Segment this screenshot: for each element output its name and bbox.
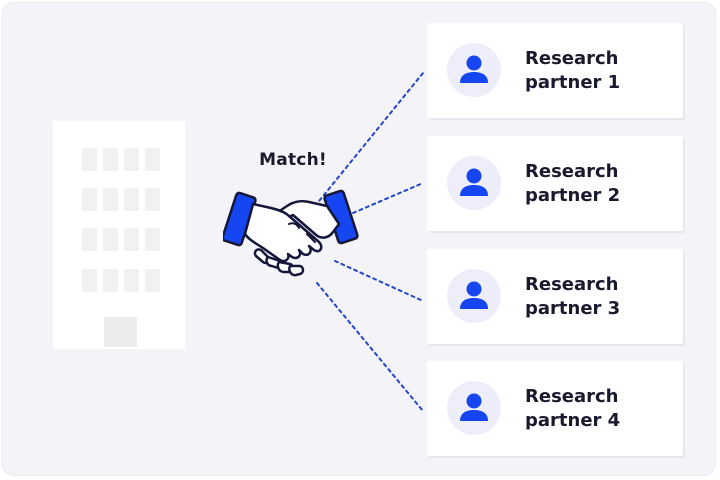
partner-label-line2: partner 2: [525, 185, 621, 206]
handshake-icon: [223, 189, 359, 277]
partner-label-line2: partner 1: [525, 72, 621, 93]
building-window: [82, 269, 97, 292]
building-window: [82, 188, 97, 211]
partner-label: Research partner 2: [525, 160, 675, 208]
partner-card-3: Research partner 3: [427, 249, 683, 344]
avatar: [447, 156, 501, 210]
partner-label-line1: Research: [525, 48, 619, 69]
connector-lines: [314, 72, 424, 412]
partner-label-line2: partner 4: [525, 410, 621, 431]
building-window: [124, 148, 139, 171]
connector-line-2: [352, 182, 424, 214]
building-window: [145, 269, 160, 292]
avatar: [447, 381, 501, 435]
partner-label-line1: Research: [525, 386, 619, 407]
building-window: [145, 188, 160, 211]
partner-label-line1: Research: [525, 161, 619, 182]
building-window: [103, 269, 118, 292]
partner-label: Research partner 1: [525, 47, 675, 95]
diagram-canvas: Match! R: [2, 2, 716, 476]
person-icon: [460, 168, 488, 196]
building-window: [145, 228, 160, 251]
partner-card-2: Research partner 2: [427, 136, 683, 231]
building-window: [145, 148, 160, 171]
avatar: [447, 269, 501, 323]
match-label: Match!: [259, 150, 327, 170]
building-window: [82, 228, 97, 251]
person-icon: [460, 281, 488, 309]
partner-label-line2: partner 3: [525, 298, 621, 319]
building-window: [124, 228, 139, 251]
building-door: [104, 317, 137, 347]
building-icon: [53, 121, 185, 349]
connector-line-4: [316, 282, 424, 412]
building-window: [103, 228, 118, 251]
partner-label: Research partner 3: [525, 273, 675, 321]
partner-label: Research partner 4: [525, 385, 675, 433]
building-window: [103, 188, 118, 211]
person-icon: [460, 55, 488, 83]
connector-line-1: [314, 72, 424, 207]
building-window: [103, 148, 118, 171]
building-window: [124, 188, 139, 211]
building-window: [82, 148, 97, 171]
partner-card-1: Research partner 1: [427, 23, 683, 118]
connector-line-3: [334, 260, 424, 302]
avatar: [447, 43, 501, 97]
partner-card-4: Research partner 4: [427, 361, 683, 456]
partner-label-line1: Research: [525, 274, 619, 295]
building-window: [124, 269, 139, 292]
person-icon: [460, 393, 488, 421]
